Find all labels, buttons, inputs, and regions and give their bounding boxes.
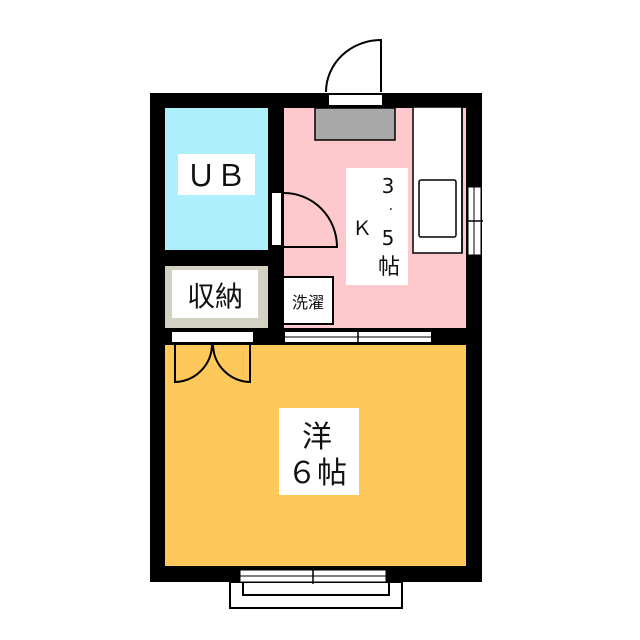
western-label-type: 洋 [302,420,332,455]
western-window [239,568,387,584]
closet-doors [174,344,251,384]
western-label-size: ６帖 [287,456,347,491]
kitchen-label-box [346,168,408,285]
closet-door-frame [172,332,253,342]
washer-space [282,276,334,325]
unit-bath-label-box [178,154,255,195]
sliding-door [285,330,431,344]
washer-label: 洗濯 [292,293,324,312]
entrance-door [325,38,382,105]
kitchen-label-dot: ． [388,199,400,213]
balcony [229,581,403,609]
storage-label: 収納 [187,280,243,313]
bath-door [272,192,339,248]
sink [418,179,457,238]
unit-bath-label: ＵＢ [186,159,246,194]
western-label-box [279,408,359,495]
kitchen-window [467,186,483,256]
kitchen-label-type: Ｋ [352,216,372,240]
kitchen-label-unit: 帖 [378,255,400,280]
shoe-box [314,107,396,141]
kitchen-label-num-b: 5 [382,226,395,250]
kitchen-label-num-a: 3 [382,174,395,198]
